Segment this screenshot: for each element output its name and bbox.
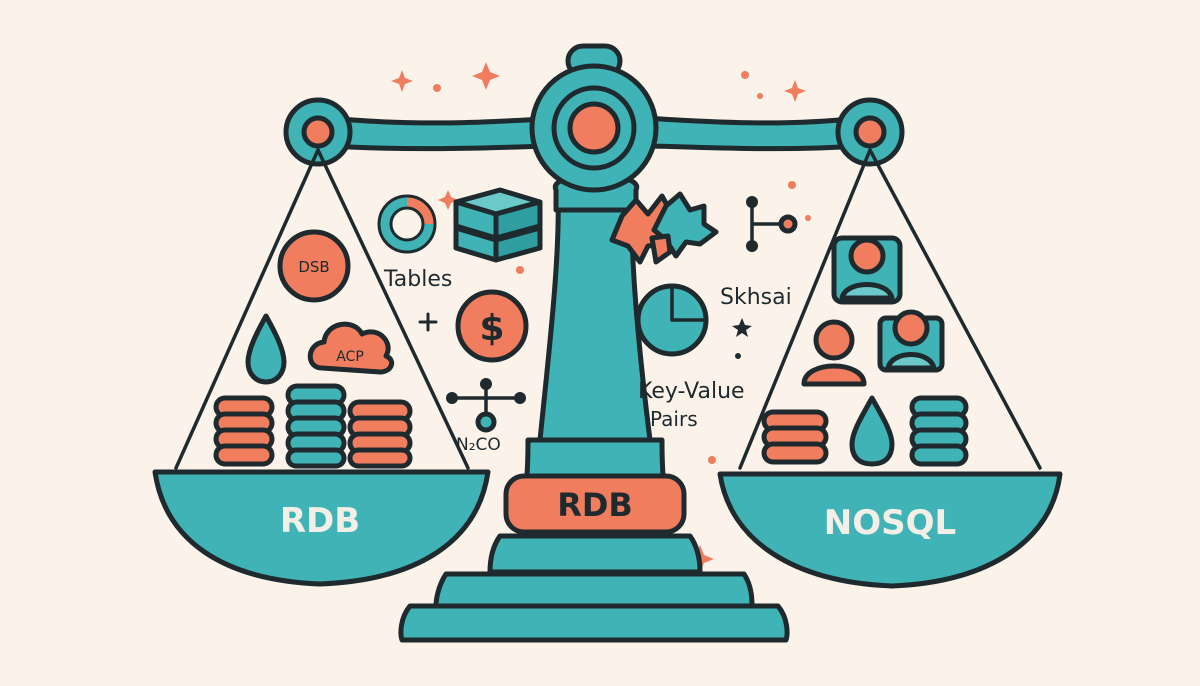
key-value-label-line1: Key-Value: [638, 379, 745, 404]
skhsai-label: Skhsai: [720, 285, 792, 310]
cube-icon: [453, 187, 543, 263]
right-pan-label: NOSQL: [824, 503, 956, 543]
plus-icon: [418, 312, 438, 332]
droplet-icon: [849, 395, 895, 467]
left-pan: RDB: [152, 469, 491, 587]
user-icon: [877, 309, 945, 373]
scale-base: RDB: [398, 473, 790, 643]
user-icon: [831, 235, 903, 305]
dollar-coin-icon: $: [455, 289, 529, 363]
cloud-label: ACP: [336, 349, 364, 365]
center-plate-label: RDB: [557, 486, 633, 524]
donut-chart-icon: [377, 194, 437, 254]
left-pan-strings: [174, 148, 470, 470]
db-circle-label: DSB: [298, 258, 329, 276]
db-circle-icon: DSB: [277, 229, 351, 303]
pie-chart-icon: [635, 283, 709, 357]
puzzle-pieces-icon: [609, 191, 719, 265]
tables-label: Tables: [383, 267, 452, 292]
droplet-icon: [245, 313, 287, 385]
left-pan-label: RDB: [280, 501, 360, 541]
right-pan: NOSQL: [717, 471, 1063, 589]
central-hub: [529, 43, 659, 213]
svg-text:$: $: [479, 308, 504, 349]
database-stack-icon: [761, 395, 969, 467]
right-pivot-knob: [835, 97, 905, 167]
right-pan-strings: [738, 148, 1042, 470]
sparkle-icon: [732, 318, 752, 359]
left-pivot-knob: [283, 97, 353, 167]
database-stack-icon: [213, 383, 413, 469]
network-node-icon: [446, 378, 526, 433]
cloud-icon: ACP: [307, 321, 395, 375]
branch-icon: [746, 196, 798, 252]
user-icon: [801, 319, 867, 387]
n2co-label: N₂CO: [456, 435, 501, 455]
key-value-label-line2: Pairs: [650, 407, 698, 431]
